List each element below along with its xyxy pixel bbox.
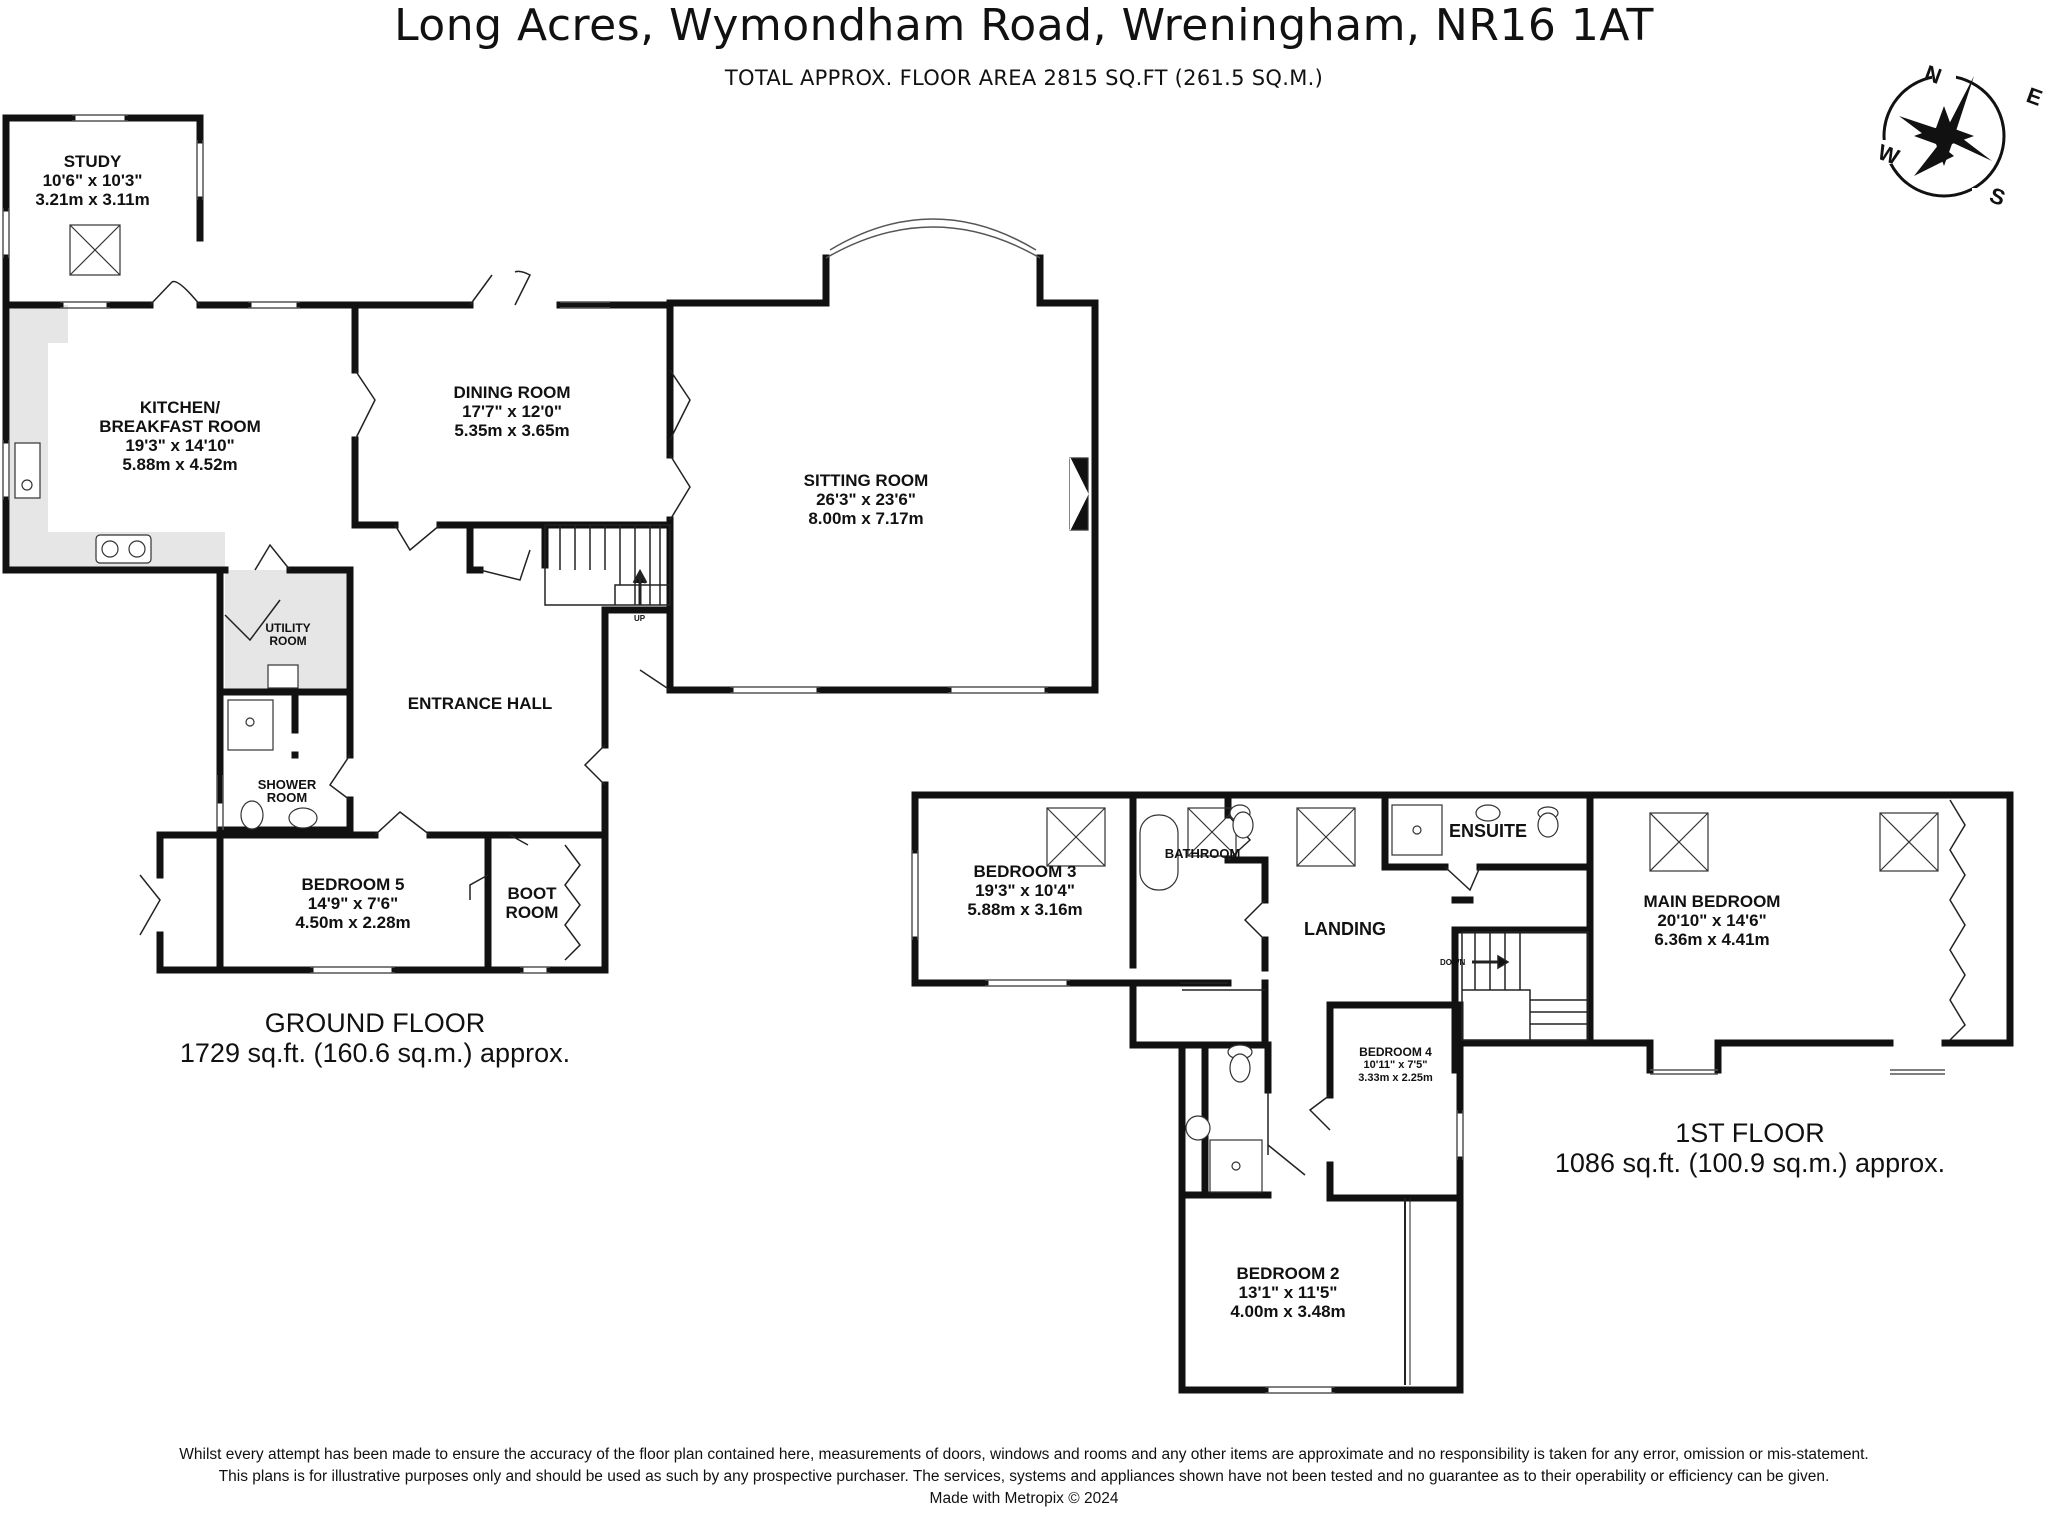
room-bedroom-3: BEDROOM 3 19'3" x 10'4" 5.88m x 3.16m [967,862,1083,919]
room-boot: BOOT ROOM [505,884,559,922]
room-sitting: SITTING ROOM 26'3" x 23'6" 8.00m x 7.17m [803,471,929,528]
room-dining: DINING ROOM 17'7" x 12'0" 5.35m x 3.65m [453,383,571,440]
room-landing: LANDING [1304,919,1386,939]
ground-floor-area: 1729 sq.ft. (160.6 sq.m.) approx. [179,1038,571,1068]
ground-stairs [544,524,671,606]
first-fixtures [1046,804,1939,1193]
room-bedroom-2: BEDROOM 2 13'1" x 11'5" 4.00m x 3.48m [1230,1264,1346,1321]
room-shower: SHOWER ROOM [257,777,317,805]
ground-fixtures [14,224,1089,830]
room-study: STUDY 10'6" x 10'3" 3.21m x 3.11m [35,152,150,209]
ground-floor-label: GROUND FLOOR 1729 sq.ft. (160.6 sq.m.) a… [80,1008,670,1068]
ground-floor-windows [2,114,1048,974]
first-floor-doors [1180,799,1966,1176]
room-bedroom-5: BEDROOM 5 14'9" x 7'6" 4.50m x 2.28m [295,875,411,932]
ground-floor-name: GROUND FLOOR [264,1008,486,1038]
first-floor-walls [911,791,2014,1394]
doors [139,270,691,961]
made-with-credit: Made with Metropix © 2024 [929,1490,1119,1507]
room-bathroom: BATHROOM [1164,846,1241,861]
room-utility: UTILITY ROOM [265,621,311,648]
room-main-bedroom: MAIN BEDROOM 20'10" x 14'6" 6.36m x 4.41… [1643,892,1781,949]
first-floor-windows [911,850,1945,1394]
disclaimer: Whilst every attempt has been made to en… [0,1444,2048,1510]
stairs-up-label: UP [634,614,646,623]
total-floor-area: TOTAL APPROX. FLOOR AREA 2815 SQ.FT (261… [724,66,1324,90]
first-floor-name: 1ST FLOOR [1675,1118,1825,1148]
compass-rose-icon [1866,62,2022,210]
room-ensuite: ENSUITE [1448,821,1527,841]
room-kitchen: KITCHEN/ BREAKFAST ROOM 19'3" x 14'10" 5… [99,398,261,474]
stairs-down-label: DOWN [1440,958,1466,967]
room-bedroom-4: BEDROOM 4 10'11" x 7'5" 3.33m x 2.25m [1358,1045,1433,1085]
first-stairs [1461,931,1589,1041]
room-entrance-hall: ENTRANCE HALL [407,694,553,713]
ground-floor-walls [2,114,1099,974]
disclaimer-line-1: Whilst every attempt has been made to en… [179,1446,1869,1463]
disclaimer-line-2: This plans is for illustrative purposes … [218,1468,1830,1485]
first-floor-label: 1ST FLOOR 1086 sq.ft. (100.9 sq.m.) appr… [1500,1118,2000,1178]
page-title: Long Acres, Wymondham Road, Wreningham, … [394,0,1654,51]
first-floor-area: 1086 sq.ft. (100.9 sq.m.) approx. [1554,1148,1946,1178]
